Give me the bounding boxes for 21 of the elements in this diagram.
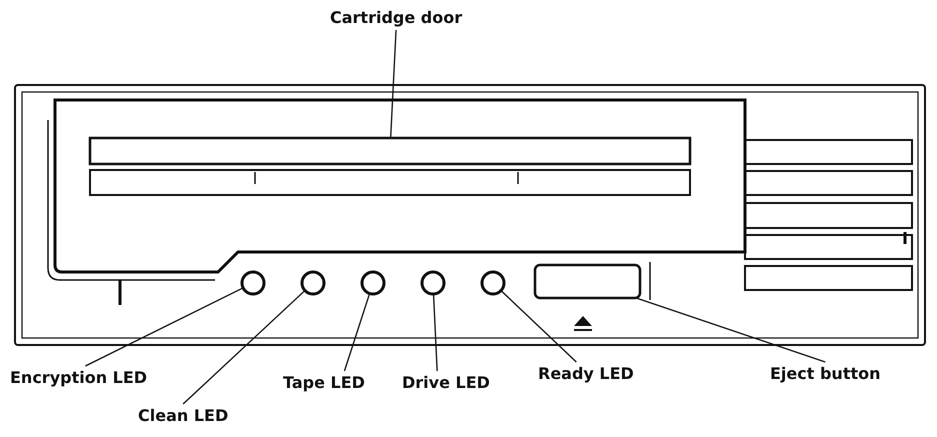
leader-line <box>85 288 243 367</box>
leader-line <box>182 290 305 404</box>
part-label: Ready LED <box>538 364 634 384</box>
leader-line <box>432 294 438 372</box>
led-indicator <box>420 270 446 296</box>
part-label: Encryption LED <box>10 368 148 388</box>
part-label: Drive LED <box>402 373 490 393</box>
leader-line <box>501 290 577 362</box>
led-indicator <box>300 270 326 296</box>
led-indicator <box>360 270 386 296</box>
part-label: Cartridge door <box>330 8 462 28</box>
part-label: Tape LED <box>283 373 365 393</box>
eject-button <box>534 264 642 300</box>
led-indicator <box>480 270 506 296</box>
leader-line <box>344 294 370 372</box>
led-indicator <box>240 270 266 296</box>
tape-slot <box>88 136 692 166</box>
leader-line <box>390 30 397 138</box>
leader-line <box>636 297 826 363</box>
part-label: Clean LED <box>138 406 228 426</box>
part-label: Eject button <box>770 364 880 384</box>
